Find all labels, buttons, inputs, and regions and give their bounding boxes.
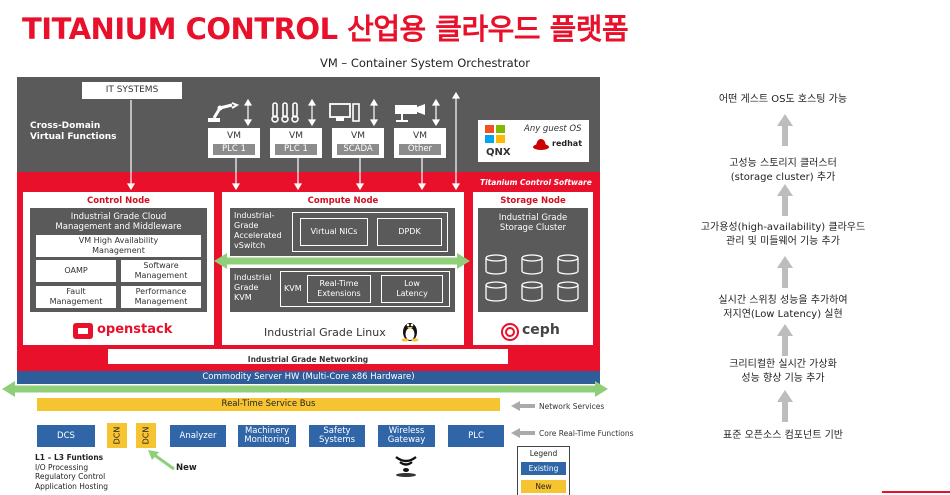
step-low-latency: 실시간 스위칭 성능을 추가하여 저지연(Low Latency) 실현 (718, 295, 848, 320)
performance-management-cell: Performance Management (121, 286, 201, 308)
industrial-networking-bar: Industrial Grade Networking (108, 349, 508, 364)
vm-box-other: VM Other (394, 128, 446, 158)
control-node-title: Control Node (87, 196, 150, 206)
device-plc: PLC (448, 425, 504, 447)
device-dcs: DCS (37, 425, 95, 447)
vm-box-plc-1-second: VM PLC 1 (270, 128, 322, 158)
new-label: New (176, 463, 197, 473)
vswitch-label: Industrial- Grade Accelerated vSwitch (234, 211, 282, 250)
real-time-service-bus: Real-Time Service Bus (37, 398, 500, 411)
progression-arrows (777, 114, 793, 422)
step-storage-cluster: 고성능 스토리지 클러스터 (storage cluster) 추가 (729, 158, 837, 183)
robot-arm-icon (208, 102, 240, 122)
oamp-cell: OAMP (36, 260, 116, 282)
industrial-linux-label: Industrial Grade Linux (264, 326, 386, 339)
real-time-extensions-cell: Real-Time Extensions (307, 275, 371, 303)
ceph-logo: ceph (522, 322, 560, 338)
it-systems-box: IT SYSTEMS (82, 82, 182, 99)
titanium-software-label: Titanium Control Software (480, 178, 592, 187)
fault-management-cell: Fault Management (36, 286, 116, 308)
step-open-source-base: 표준 오픈소스 컴포넌트 기반 (723, 430, 843, 441)
camera-icon (395, 104, 425, 122)
commodity-server-hw-bar: Commodity Server HW (Multi-Core x86 Hard… (17, 371, 600, 384)
openstack-logo: openstack (97, 322, 173, 337)
storage-cluster-header: Industrial Grade Storage Cluster (498, 213, 568, 233)
orchestrator-label: VM – Container System Orchestrator (319, 56, 530, 70)
openstack-logo-icon (73, 323, 93, 339)
vm-box-plc-1: VM PLC 1 (208, 128, 260, 158)
software-management-cell: Software Management (121, 260, 201, 282)
cross-domain-label: Cross-Domain Virtual Functions (30, 121, 117, 142)
wide-network-arrow (2, 381, 608, 397)
linux-penguin-icon (401, 323, 419, 342)
device-dcn-2: DCN (136, 423, 156, 448)
device-wireless-gateway: Wireless Gateway (378, 425, 435, 447)
vswitch-inner (292, 212, 448, 252)
storage-node-title: Storage Node (500, 196, 566, 206)
accent-line (882, 491, 950, 493)
redhat-logo: redhat (552, 139, 583, 148)
kvm-inner (280, 271, 450, 307)
device-safety-systems: Safety Systems (309, 425, 365, 447)
qnx-logo: QNX (486, 147, 511, 158)
cloud-management-header: Industrial Grade Cloud Management and Mi… (55, 212, 182, 232)
device-machinery-monitoring: Machinery Monitoring (238, 425, 296, 447)
kvm-text: KVM (284, 284, 302, 293)
vm-ha-management: VM High Availability Management (36, 235, 201, 257)
thermometer-icon (271, 102, 299, 123)
computer-icon (329, 103, 360, 122)
wireless-signal-icon (395, 456, 417, 477)
storage-panel (478, 208, 588, 312)
windows-logo-icon (485, 125, 505, 143)
vswitch-network-arrow (214, 253, 470, 269)
redhat-logo-icon (533, 139, 549, 150)
ceph-logo-icon (501, 323, 519, 341)
legend-title: Legend (529, 449, 558, 458)
virtual-nics-cell: Virtual NICs (300, 218, 368, 246)
step-guest-os: 어떤 게스트 OS도 호스팅 가능 (718, 94, 848, 105)
guest-os-label: Any guest OS (524, 124, 582, 134)
core-rt-arrow-icon (511, 428, 535, 438)
compute-node-title: Compute Node (307, 196, 379, 206)
legend-existing: Existing (521, 462, 566, 475)
storage-disks-icon (485, 254, 579, 302)
device-analyzer: Analyzer (170, 425, 226, 447)
low-latency-cell: Low Latency (381, 275, 443, 303)
l1-l3-functions: L1 – L3 Funtions I/O Processing Regulato… (35, 453, 108, 491)
step-realtime-virtualization: 크리티컬한 실시간 가상화 성능 향상 기능 추가 (729, 359, 837, 384)
new-arrow-icon (148, 450, 175, 471)
core-real-time-label: Core Real-Time Functions (539, 429, 634, 438)
legend-new: New (521, 480, 566, 493)
kvm-label: Industrial Grade KVM (234, 273, 272, 302)
network-services-label: Network Services (539, 402, 605, 411)
step-high-availability: 고가용성(high-availability) 클라우드 관리 및 미들웨어 기… (700, 222, 866, 247)
vm-box-scada: VM SCADA (332, 128, 384, 158)
page-title: TITANIUM CONTROL 산업용 클라우드 플랫폼 (22, 12, 629, 46)
dpdk-cell: DPDK (377, 218, 442, 246)
network-services-arrow-icon (511, 401, 535, 411)
device-dcn-1: DCN (107, 423, 127, 448)
